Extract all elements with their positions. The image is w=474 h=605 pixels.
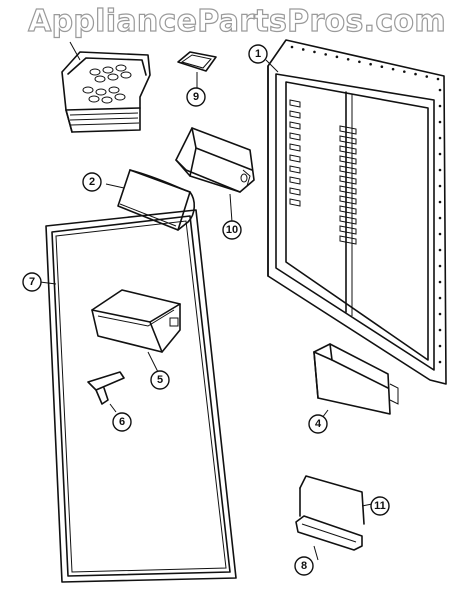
callout-number: 7 [29,276,35,288]
callout-1: 1 [248,44,268,64]
part-7-door-gasket [39,209,237,583]
part-2-dairy-cover [105,169,196,231]
part-5-door-bin [91,289,181,373]
callout-6: 6 [112,412,132,432]
callout-8: 8 [294,556,314,576]
callout-2: 2 [82,172,102,192]
top-tray-part [61,41,151,133]
callout-number: 6 [119,416,125,428]
callout-number: 9 [193,91,199,103]
part-8-bottom-trim [295,515,363,561]
callout-4: 4 [308,414,328,434]
part-10-door-shelf [175,127,255,223]
callout-11: 11 [370,496,390,516]
callout-5: 5 [150,370,170,390]
callout-number: 5 [157,374,163,386]
callout-number: 10 [226,224,238,236]
callout-number: 1 [255,48,261,60]
part-6-clip [87,371,125,413]
callout-9: 9 [186,87,206,107]
callout-labels: 1 2 4 5 6 7 8 9 10 11 [22,44,390,576]
callout-7: 7 [22,272,42,292]
part-1-door-liner [265,39,447,385]
part-9-small-cover [177,51,217,88]
callout-number: 8 [301,560,307,572]
callout-number: 4 [315,418,322,430]
part-4-lower-bin [313,343,399,419]
part-11-wire-retainer [299,475,373,525]
callout-number: 11 [374,500,386,512]
callout-10: 10 [222,220,242,240]
callout-number: 2 [89,176,95,188]
